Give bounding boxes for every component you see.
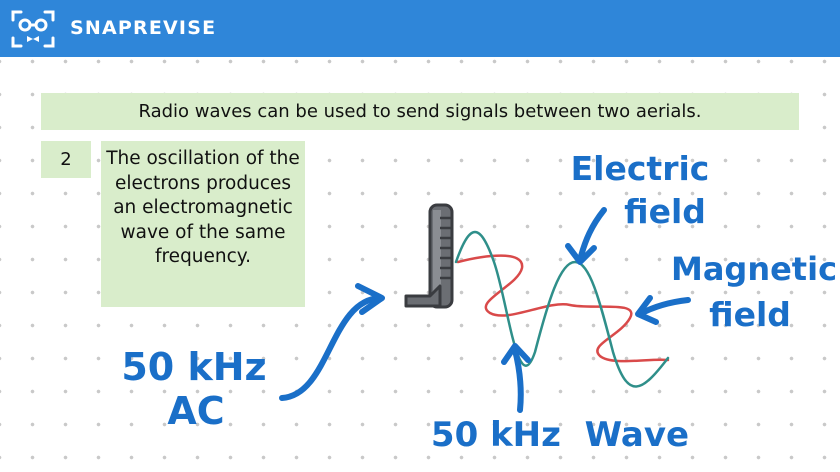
- lesson-banner: Radio waves can be used to send signals …: [41, 93, 799, 130]
- arrow-to-aerial-icon: [279, 283, 385, 401]
- brand-name[interactable]: SNAPREVISE: [70, 17, 217, 39]
- electric-field-label: Electric: [571, 149, 710, 188]
- wave-frequency-label: 50 kHz Wave: [431, 415, 689, 455]
- magnetic-field-label-line2: field: [709, 295, 791, 334]
- snaprevise-logo-icon[interactable]: [10, 8, 56, 50]
- step-number-badge: 2: [41, 141, 91, 178]
- arrow-to-electric-field-icon: [565, 207, 607, 265]
- electric-field-label-line2: field: [624, 192, 706, 231]
- ac-frequency-label: 50 kHz: [121, 345, 266, 389]
- top-bar: SNAPREVISE: [0, 0, 840, 57]
- aerial-antenna-icon: [404, 203, 454, 309]
- ac-label: AC: [167, 389, 224, 433]
- arrow-to-wave-icon: [501, 343, 531, 413]
- electric-field-wave: [454, 230, 670, 388]
- magnetic-field-label: Magnetic: [671, 250, 837, 288]
- arrow-to-magnetic-field-icon: [635, 295, 691, 325]
- magnetic-field-wave: [456, 254, 670, 363]
- step-description: The oscillation of the electrons produce…: [101, 141, 305, 307]
